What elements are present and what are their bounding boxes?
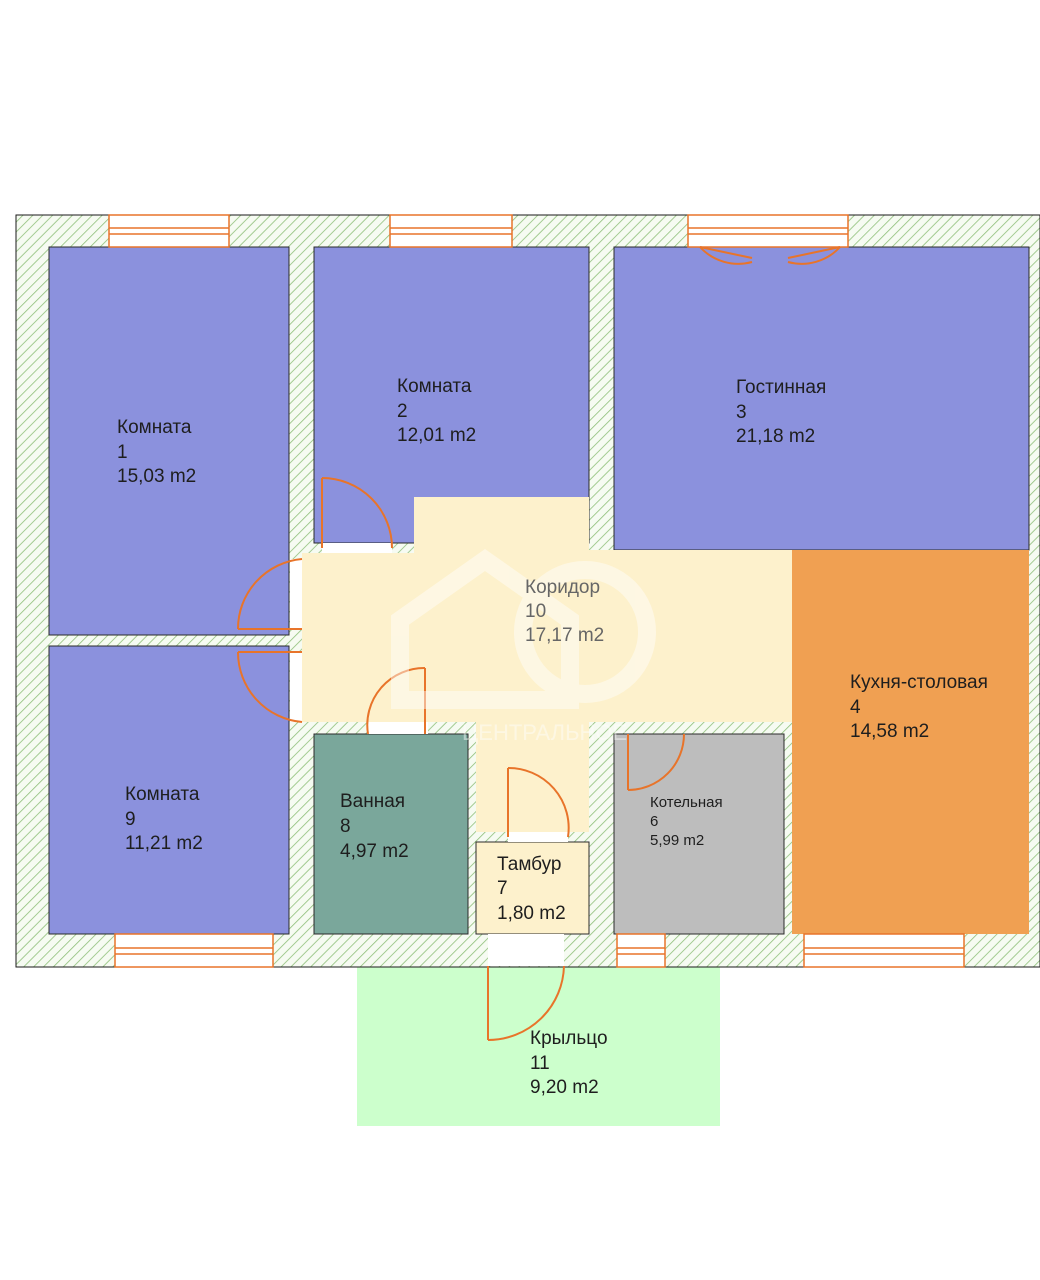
room-7-label: Тамбур 7 1,80 m2 xyxy=(497,854,567,924)
room-8-fill xyxy=(313,733,469,935)
room-1-label: Комната 1 15,03 m2 xyxy=(117,417,197,487)
room-3-fill xyxy=(613,246,1030,551)
room-2-fill xyxy=(313,246,590,544)
watermark-text: ЦЕНТРАЛЬНОЕ xyxy=(462,720,627,745)
room-4-fill xyxy=(792,550,1029,934)
rooms xyxy=(48,246,1030,935)
room-9-label: Комната 9 11,21 m2 xyxy=(125,784,205,854)
labels: Комната 1 15,03 m2 Комната 2 12,01 m2 Го… xyxy=(117,376,993,1098)
room-11-label: Крыльцо 11 9,20 m2 xyxy=(530,1028,613,1098)
watermark: ЦЕНТРАЛЬНОЕ xyxy=(391,548,656,745)
room-2-label: Комната 2 12,01 m2 xyxy=(397,376,477,446)
doors xyxy=(236,246,841,1041)
room-1-fill xyxy=(48,246,290,636)
room-11-fill xyxy=(357,966,720,1126)
room-3-label: Гостинная 3 21,18 m2 xyxy=(736,377,832,447)
windows xyxy=(108,214,965,968)
room-6-fill xyxy=(613,733,785,935)
room-9-fill xyxy=(48,645,290,935)
room-10-label: Коридор 10 17,17 m2 xyxy=(525,577,605,646)
room-8-label: Ванная 8 4,97 m2 xyxy=(340,791,410,862)
door-openings xyxy=(290,543,568,966)
room-6-label: Котельная 6 5,99 m2 xyxy=(650,794,727,849)
room-10-fill xyxy=(302,497,792,832)
room-4-label: Кухня-столовая 4 14,58 m2 xyxy=(850,672,993,742)
